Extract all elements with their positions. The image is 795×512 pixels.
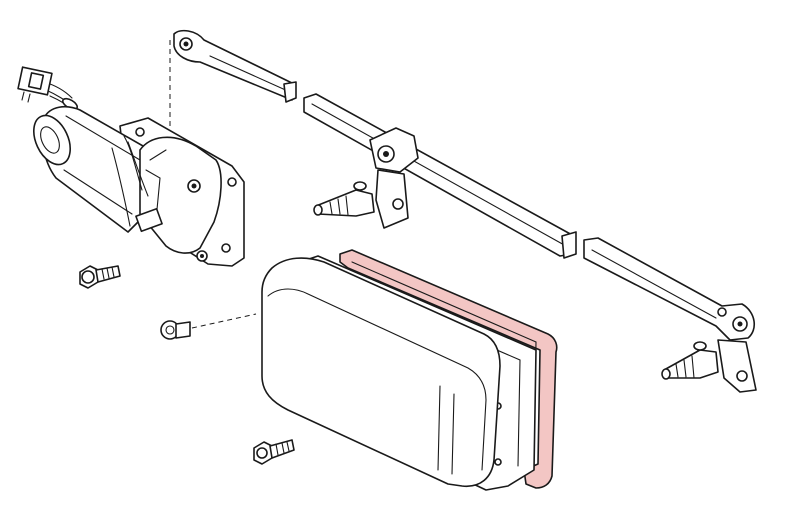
housing-screw	[160, 313, 257, 340]
linkage-pivot-left	[313, 127, 419, 229]
linkage-arm-right	[583, 237, 755, 341]
lower-screw	[253, 439, 295, 465]
motor-screw	[79, 265, 121, 289]
linkage-arm-upper	[173, 29, 297, 103]
lens-housing	[261, 257, 501, 487]
linkage-pivot-right	[661, 339, 757, 393]
linkage-rod-middle	[303, 93, 577, 259]
wiper-motor	[33, 40, 245, 267]
